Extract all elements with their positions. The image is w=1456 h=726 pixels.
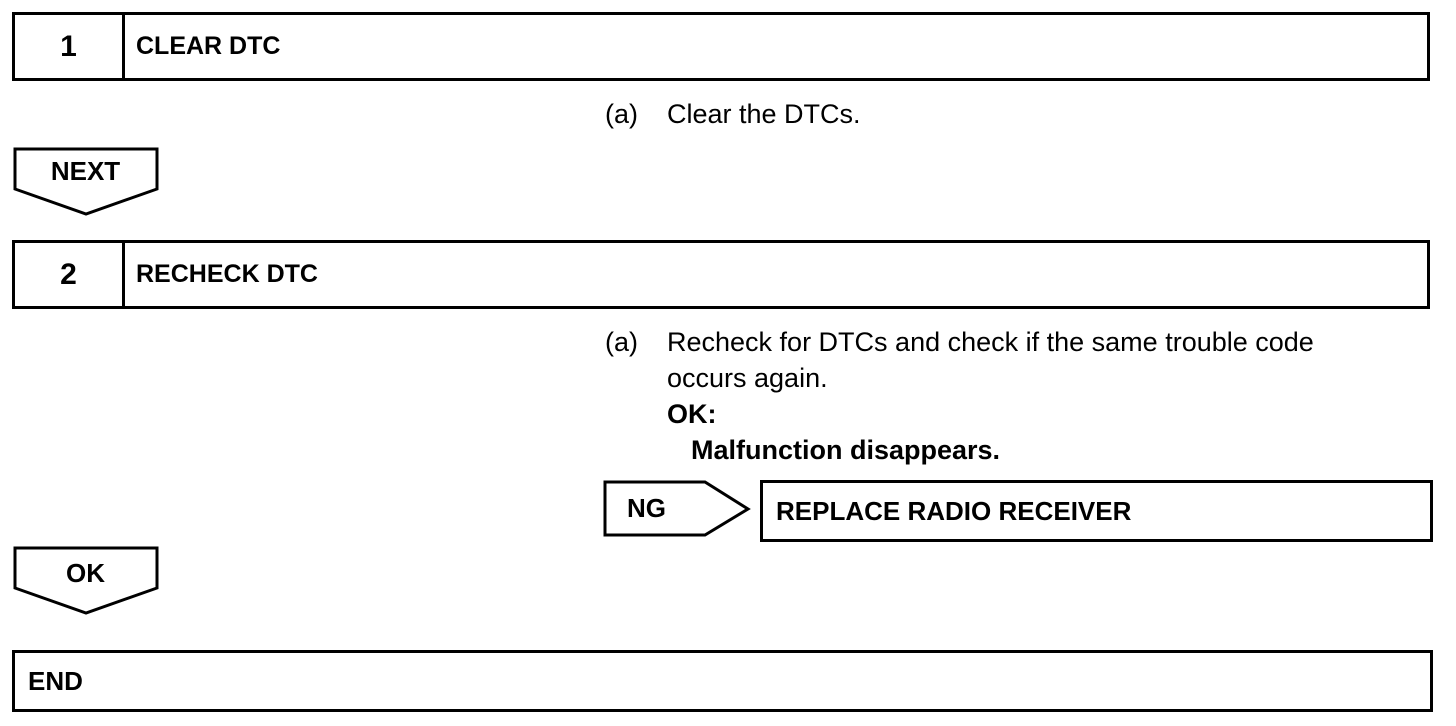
step-1-header: 1 CLEAR DTC bbox=[12, 12, 1430, 81]
step-2-instruction-marker: (a) bbox=[605, 327, 638, 357]
ok-label: OK bbox=[66, 558, 105, 588]
ng-label: NG bbox=[627, 493, 666, 523]
next-label: NEXT bbox=[50, 156, 121, 186]
step-1-instruction-marker: (a) bbox=[605, 99, 638, 129]
ok-arrow: OK bbox=[13, 546, 161, 618]
step-2-instruction-line-1: Recheck for DTCs and check if the same t… bbox=[667, 327, 1314, 357]
ng-arrow-shape bbox=[603, 480, 751, 537]
ok-arrow-shape bbox=[13, 546, 159, 615]
step-1-number: 1 bbox=[15, 15, 125, 78]
ng-result-box: REPLACE RADIO RECEIVER bbox=[760, 480, 1433, 542]
ng-arrow: NG bbox=[603, 480, 753, 538]
step-2-number: 2 bbox=[15, 243, 125, 306]
step-1-instruction-text: Clear the DTCs. bbox=[667, 99, 861, 129]
end-box: END bbox=[12, 650, 1433, 712]
next-arrow: NEXT bbox=[13, 147, 161, 219]
step-1-title: CLEAR DTC bbox=[136, 32, 281, 60]
step-2-ok-label: OK: bbox=[667, 399, 717, 429]
next-arrow-shape bbox=[13, 147, 159, 216]
step-2-header: 2 RECHECK DTC bbox=[12, 240, 1430, 309]
step-2-ok-condition: Malfunction disappears. bbox=[691, 435, 1001, 465]
step-2-title: RECHECK DTC bbox=[136, 260, 318, 288]
step-2-instruction-line-2: occurs again. bbox=[667, 363, 828, 393]
